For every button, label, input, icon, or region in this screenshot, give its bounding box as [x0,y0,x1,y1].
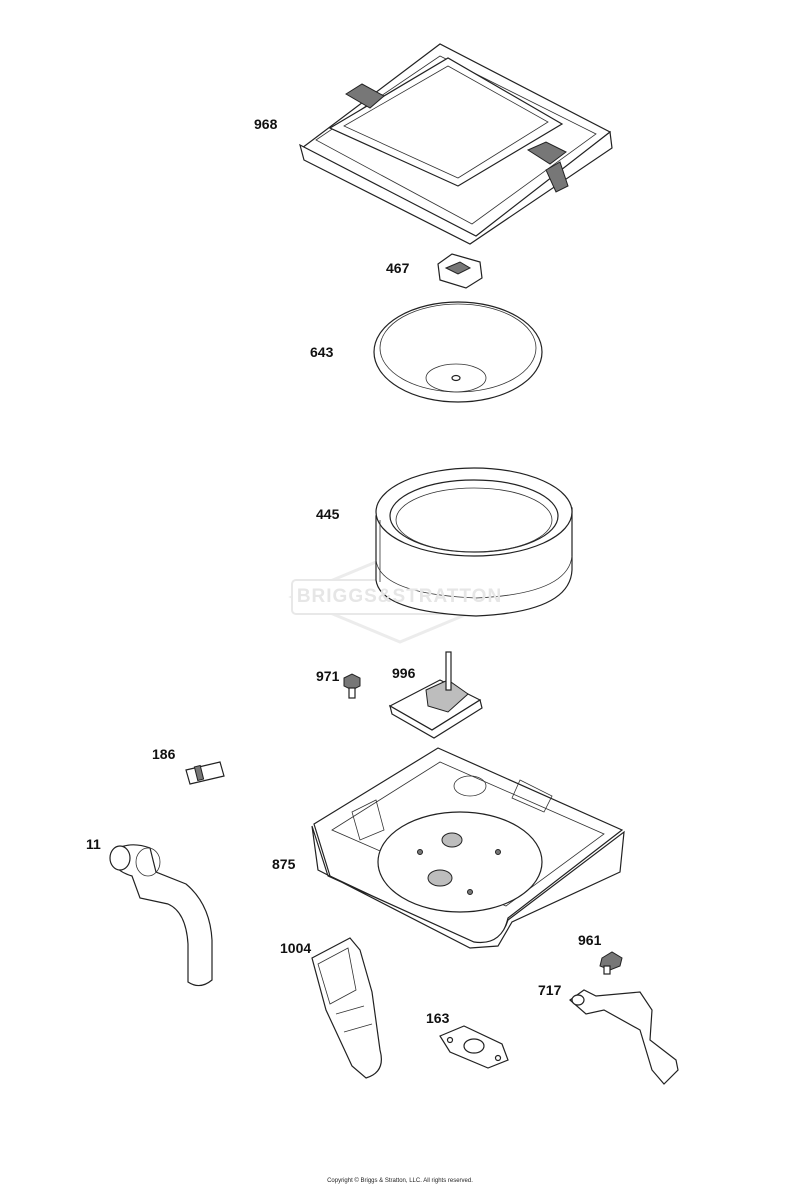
air-filter-cartridge-icon [375,467,573,617]
gasket-icon [439,1025,509,1069]
part-label-643: 643 [310,344,334,360]
air-cleaner-base-icon [311,747,625,949]
part-label-1004: 1004 [280,940,312,956]
screw-icon [599,951,623,975]
part-label-11: 11 [86,836,101,852]
fitting-icon [185,761,225,785]
copyright-notice: Copyright © Briggs & Stratton, LLC. All … [327,1178,473,1184]
part-label-971: 971 [316,668,340,684]
watermark-text: BRIGGS&STRATTON [296,586,503,607]
air-cleaner-cover-icon [299,43,613,245]
part-label-163: 163 [426,1010,450,1026]
part-label-186: 186 [152,746,176,762]
part-label-717: 717 [538,982,562,998]
part-label-961: 961 [578,932,602,948]
part-label-996: 996 [392,665,416,681]
pre-cleaner-plate-icon [373,301,543,403]
cover-knob-icon [437,253,483,289]
screw-icon [343,673,361,699]
part-label-875: 875 [272,856,296,872]
support-bracket-icon [569,989,679,1085]
intake-duct-icon [311,937,382,1079]
part-label-467: 467 [386,260,410,276]
breather-tube-icon [109,844,213,987]
part-label-445: 445 [316,506,340,522]
bracket-plate-icon [388,651,483,739]
part-label-968: 968 [254,116,278,132]
